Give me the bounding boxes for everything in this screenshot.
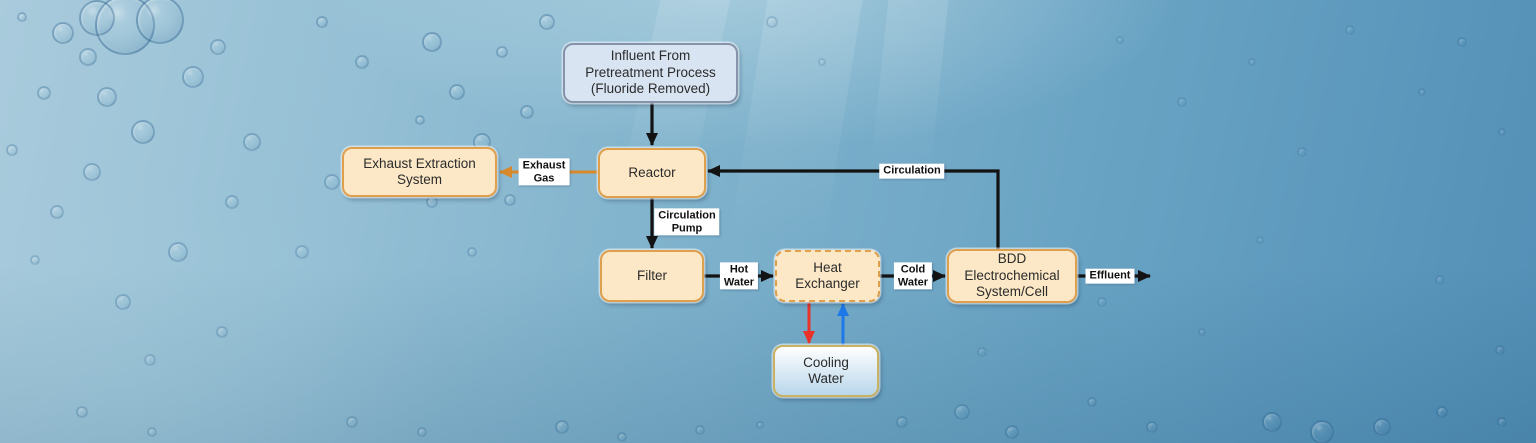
node-reactor: Reactor	[598, 148, 706, 198]
edge-label-effluent: Effluent	[1085, 268, 1135, 284]
edge-label-circulation: Circulation	[879, 163, 945, 179]
edge-label-circulation-pump: Circulation Pump	[654, 208, 720, 236]
node-cooling-water: Cooling Water	[773, 345, 879, 397]
node-bdd-electrochemical-cell: BDD Electrochemical System/Cell	[947, 249, 1077, 303]
node-influent: Influent From Pretreatment Process (Fluo…	[563, 43, 738, 103]
edge-bdd-circulation-to-reactor	[707, 165, 1000, 249]
edge-label-cold-water: Cold Water	[893, 262, 933, 290]
edge-label-hot-water: Hot Water	[719, 262, 759, 290]
node-filter: Filter	[600, 250, 704, 302]
node-heat-exchanger: Heat Exchanger	[775, 250, 880, 302]
node-exhaust-extraction-system: Exhaust Extraction System	[342, 147, 497, 197]
edge-label-exhaust-gas: Exhaust Gas	[518, 158, 570, 186]
